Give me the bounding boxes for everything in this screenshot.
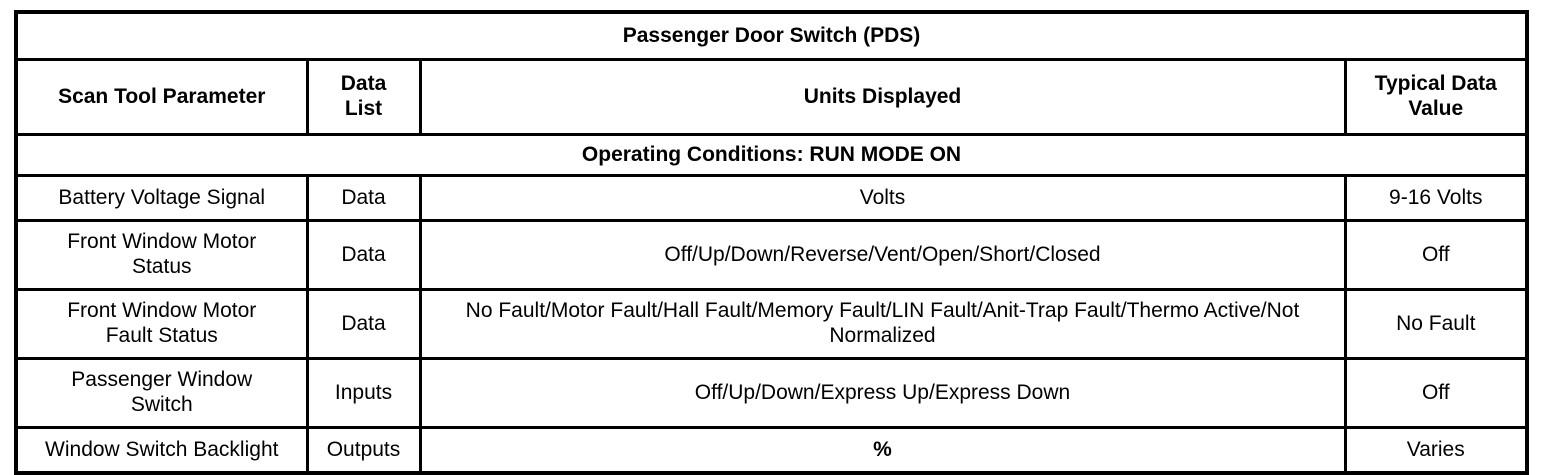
row-data-list: Outputs <box>305 426 422 475</box>
table-row: Battery Voltage Signal Data Volts 9-16 V… <box>14 174 1529 222</box>
row-units-displayed: Volts <box>418 174 1347 222</box>
table-row: Front Window Motor Fault Status Data No … <box>14 288 1529 360</box>
table-header-row: Scan Tool Parameter Data List Units Disp… <box>14 58 1529 136</box>
row-units-displayed: Off/Up/Down/Express Up/Express Down <box>418 357 1347 429</box>
row-typical-value: Off <box>1343 357 1529 429</box>
row-data-list: Data <box>305 288 422 360</box>
row-parameter-name: Front Window Motor Fault Status <box>14 288 309 360</box>
table-title-row: Passenger Door Switch (PDS) <box>14 10 1529 61</box>
row-units-displayed: No Fault/Motor Fault/Hall Fault/Memory F… <box>418 288 1347 360</box>
column-header-units-displayed: Units Displayed <box>418 58 1347 136</box>
scan-tool-data-table: Passenger Door Switch (PDS) Scan Tool Pa… <box>14 10 1530 475</box>
row-typical-value: No Fault <box>1343 288 1529 360</box>
operating-conditions-label: Operating Conditions: RUN MODE ON <box>14 133 1529 177</box>
row-parameter-name: Window Switch Backlight <box>14 426 309 475</box>
table-row: Front Window Motor Status Data Off/Up/Do… <box>14 219 1529 291</box>
row-typical-value: Off <box>1343 219 1529 291</box>
column-header-typical-data-value: Typical Data Value <box>1343 58 1529 136</box>
row-typical-value: Varies <box>1343 426 1529 475</box>
table-row: Window Switch Backlight Outputs % Varies <box>14 426 1529 475</box>
column-header-data-list: Data List <box>305 58 422 136</box>
row-units-displayed: Off/Up/Down/Reverse/Vent/Open/Short/Clos… <box>418 219 1347 291</box>
row-data-list: Data <box>305 174 422 222</box>
row-units-displayed: % <box>418 426 1347 475</box>
row-parameter-name: Front Window Motor Status <box>14 219 309 291</box>
row-data-list: Inputs <box>305 357 422 429</box>
row-parameter-name: Battery Voltage Signal <box>14 174 309 222</box>
row-typical-value: 9-16 Volts <box>1343 174 1529 222</box>
row-data-list: Data <box>305 219 422 291</box>
table-row: Passenger Window Switch Inputs Off/Up/Do… <box>14 357 1529 429</box>
operating-conditions-row: Operating Conditions: RUN MODE ON <box>14 133 1529 177</box>
column-header-scan-tool-parameter: Scan Tool Parameter <box>14 58 309 136</box>
row-parameter-name: Passenger Window Switch <box>14 357 309 429</box>
table-title: Passenger Door Switch (PDS) <box>14 10 1529 61</box>
